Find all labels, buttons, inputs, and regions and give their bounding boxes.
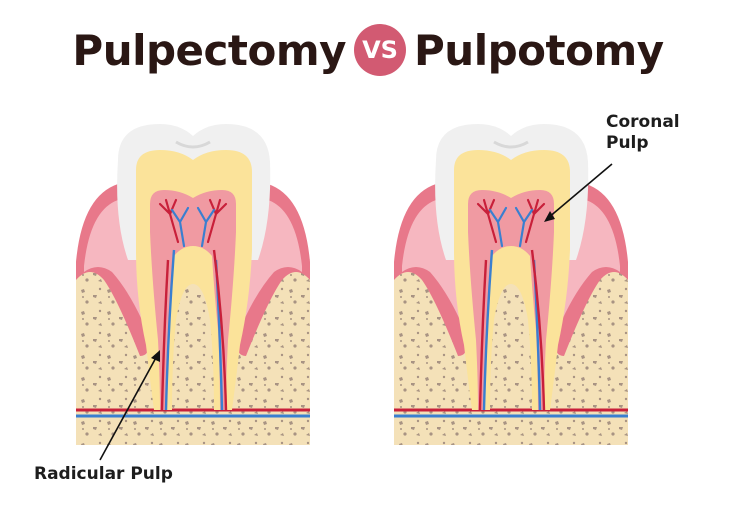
radicular-vessels <box>478 249 546 411</box>
vs-badge: VS <box>354 24 407 76</box>
pulpectomy-tooth <box>76 124 310 445</box>
radicular-vessels <box>160 249 228 411</box>
coronal-vessels <box>158 198 228 248</box>
coronal-vessels <box>476 198 546 248</box>
radicular-arrowhead <box>151 350 160 362</box>
coronal-arrowhead <box>544 211 555 222</box>
coronal-label-line2: Pulp <box>606 133 649 153</box>
radicular-pulp-label: Radicular Pulp <box>34 464 173 484</box>
pulp <box>150 190 236 410</box>
radicular-pointer-line <box>99 353 159 461</box>
enamel-groove <box>175 140 211 149</box>
coronal-pulp-label: Coronal Pulp <box>606 112 680 154</box>
enamel-groove <box>493 140 529 149</box>
coronal-label-line1: Coronal <box>606 112 680 132</box>
title-pulpectomy: Pulpectomy <box>72 25 347 75</box>
coronal-pointer-line <box>547 163 613 219</box>
title-row: Pulpectomy VS Pulpotomy <box>0 18 736 82</box>
pulpotomy-tooth <box>394 124 628 445</box>
title-pulpotomy: Pulpotomy <box>414 25 664 75</box>
pulp <box>468 190 554 410</box>
